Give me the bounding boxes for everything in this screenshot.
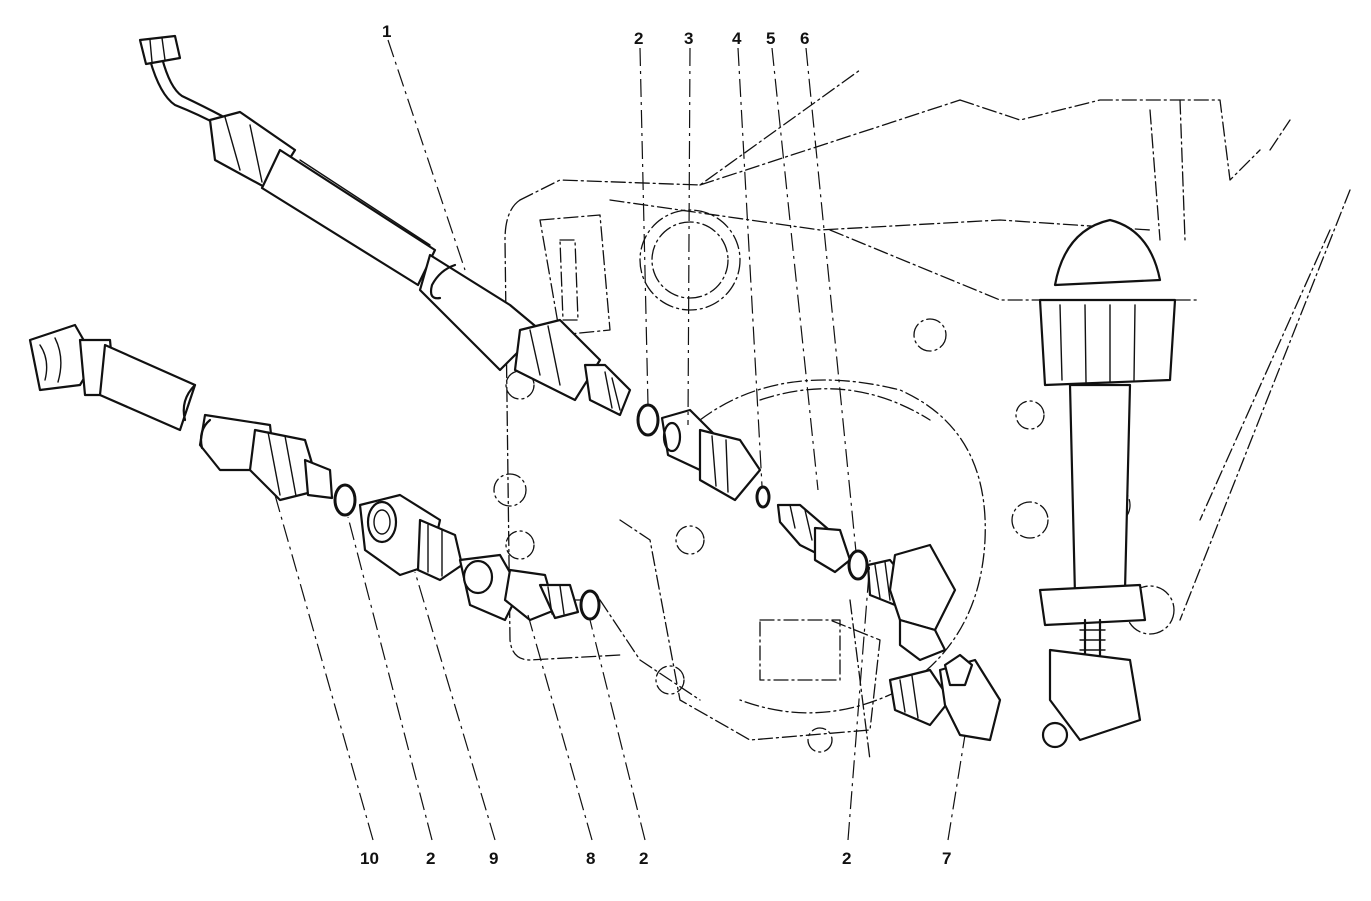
lower-hose-assembly (28, 323, 334, 502)
leader-lines (274, 39, 966, 841)
o-ring-2-center (579, 589, 601, 621)
nipple-fitting-5 (776, 503, 852, 574)
control-rod-assembly (1038, 218, 1177, 749)
callout-8: 8 (586, 849, 595, 868)
callout-2-top: 2 (634, 29, 643, 48)
callout-3: 3 (684, 29, 693, 48)
coupler-body-9 (358, 493, 464, 582)
callout-9: 9 (489, 849, 498, 868)
elbow-fitting-7 (888, 653, 1002, 742)
coupler-body-3 (660, 408, 762, 502)
callout-2-lower-left: 2 (426, 849, 435, 868)
callout-6: 6 (800, 29, 809, 48)
o-ring-2-right (847, 549, 869, 581)
callout-2-lower-center: 2 (639, 849, 648, 868)
o-ring-4 (755, 485, 771, 509)
callout-1: 1 (382, 22, 391, 41)
callout-labels: 1 2 3 4 5 6 10 2 9 8 2 2 7 (360, 22, 951, 868)
o-ring-2-lower (333, 483, 357, 517)
callout-4: 4 (732, 29, 742, 48)
callout-7: 7 (942, 849, 951, 868)
elbow-fitting-6 (866, 543, 957, 662)
o-ring-2-top (636, 403, 660, 437)
adapter-fitting-8 (458, 553, 580, 622)
upper-hose-assembly (138, 34, 632, 417)
callout-5: 5 (766, 29, 775, 48)
callout-10: 10 (360, 849, 379, 868)
callout-2-lower-right: 2 (842, 849, 851, 868)
